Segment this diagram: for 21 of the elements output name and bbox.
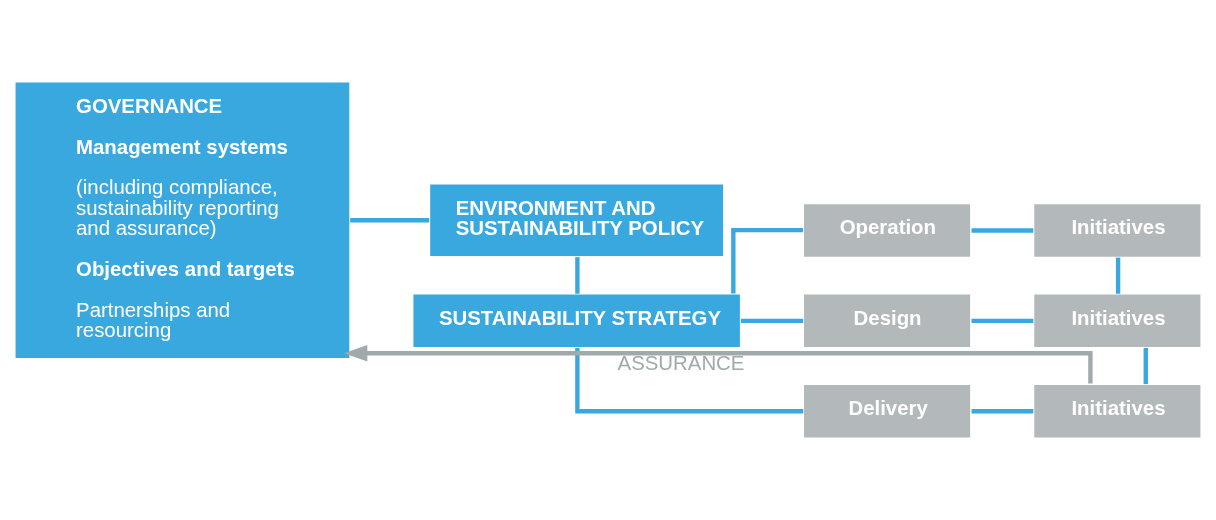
connector <box>971 318 1034 324</box>
connector <box>1115 257 1121 294</box>
connector <box>350 218 429 223</box>
node-box: SUSTAINABILITY STRATEGY <box>411 293 742 349</box>
node-box: GOVERNANCE Management systems (including compliance, sustainability reporting and assurance) Objectives and targets Partnerships and resourcing <box>14 81 351 360</box>
connector <box>741 318 804 324</box>
connector <box>1143 347 1148 385</box>
connector <box>731 227 803 294</box>
arrow <box>343 345 1093 384</box>
node-box: Design <box>802 293 972 349</box>
edge-label: ASSURANCE <box>617 351 745 374</box>
node-box: ENVIRONMENT AND SUSTAINABILITY POLICY <box>428 183 725 258</box>
connector <box>575 347 804 414</box>
node-box: Operation <box>802 202 972 259</box>
connector <box>971 409 1034 414</box>
connector <box>971 228 1034 233</box>
connector <box>575 257 580 294</box>
node-box: Delivery <box>802 383 972 439</box>
node-box: Initiatives <box>1032 383 1202 439</box>
node-box: Initiatives <box>1032 293 1202 349</box>
node-box: Initiatives <box>1032 202 1202 259</box>
